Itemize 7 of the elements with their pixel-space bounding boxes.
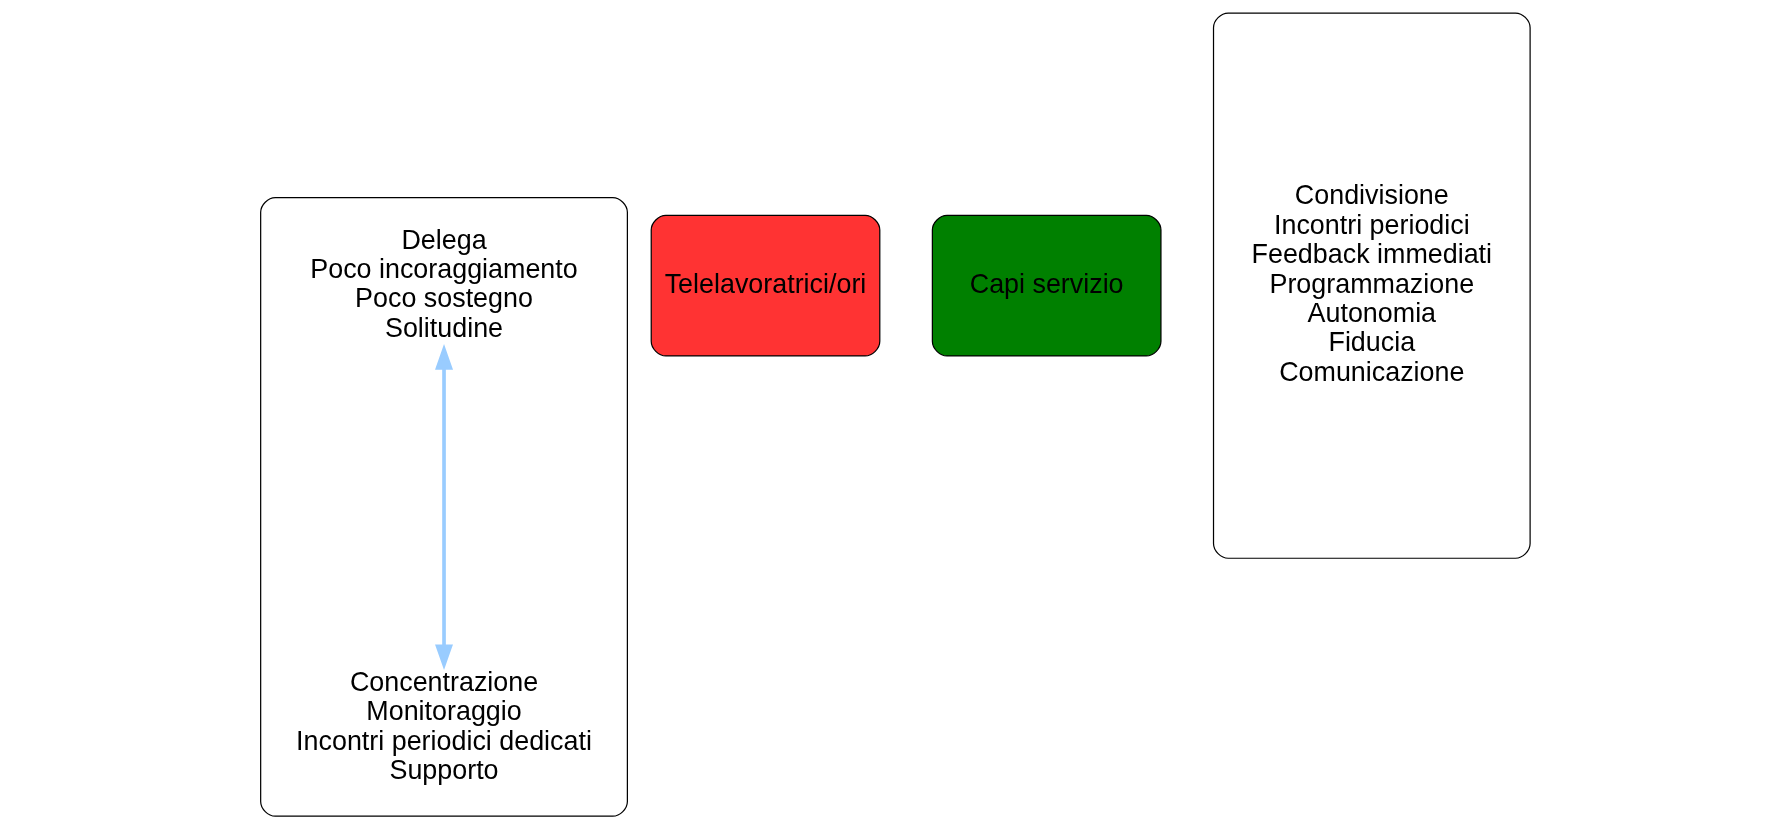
node-text: Concentrazione Monitoraggio Incontri periodici dedicati Supporto — [296, 666, 592, 785]
arrow — [435, 343, 454, 671]
node-box: Condivisione Incontri periodici Feedback immediati Programmazione Autonomia Fiducia Comunicazione — [1212, 12, 1531, 559]
node-text: Delega Poco incoraggiamento Poco sostegno Solitudine — [310, 224, 578, 343]
node-box: Capi servizio — [931, 214, 1162, 357]
node-box: Telelavoratrici/ori — [650, 214, 881, 357]
cluster — [260, 197, 628, 817]
